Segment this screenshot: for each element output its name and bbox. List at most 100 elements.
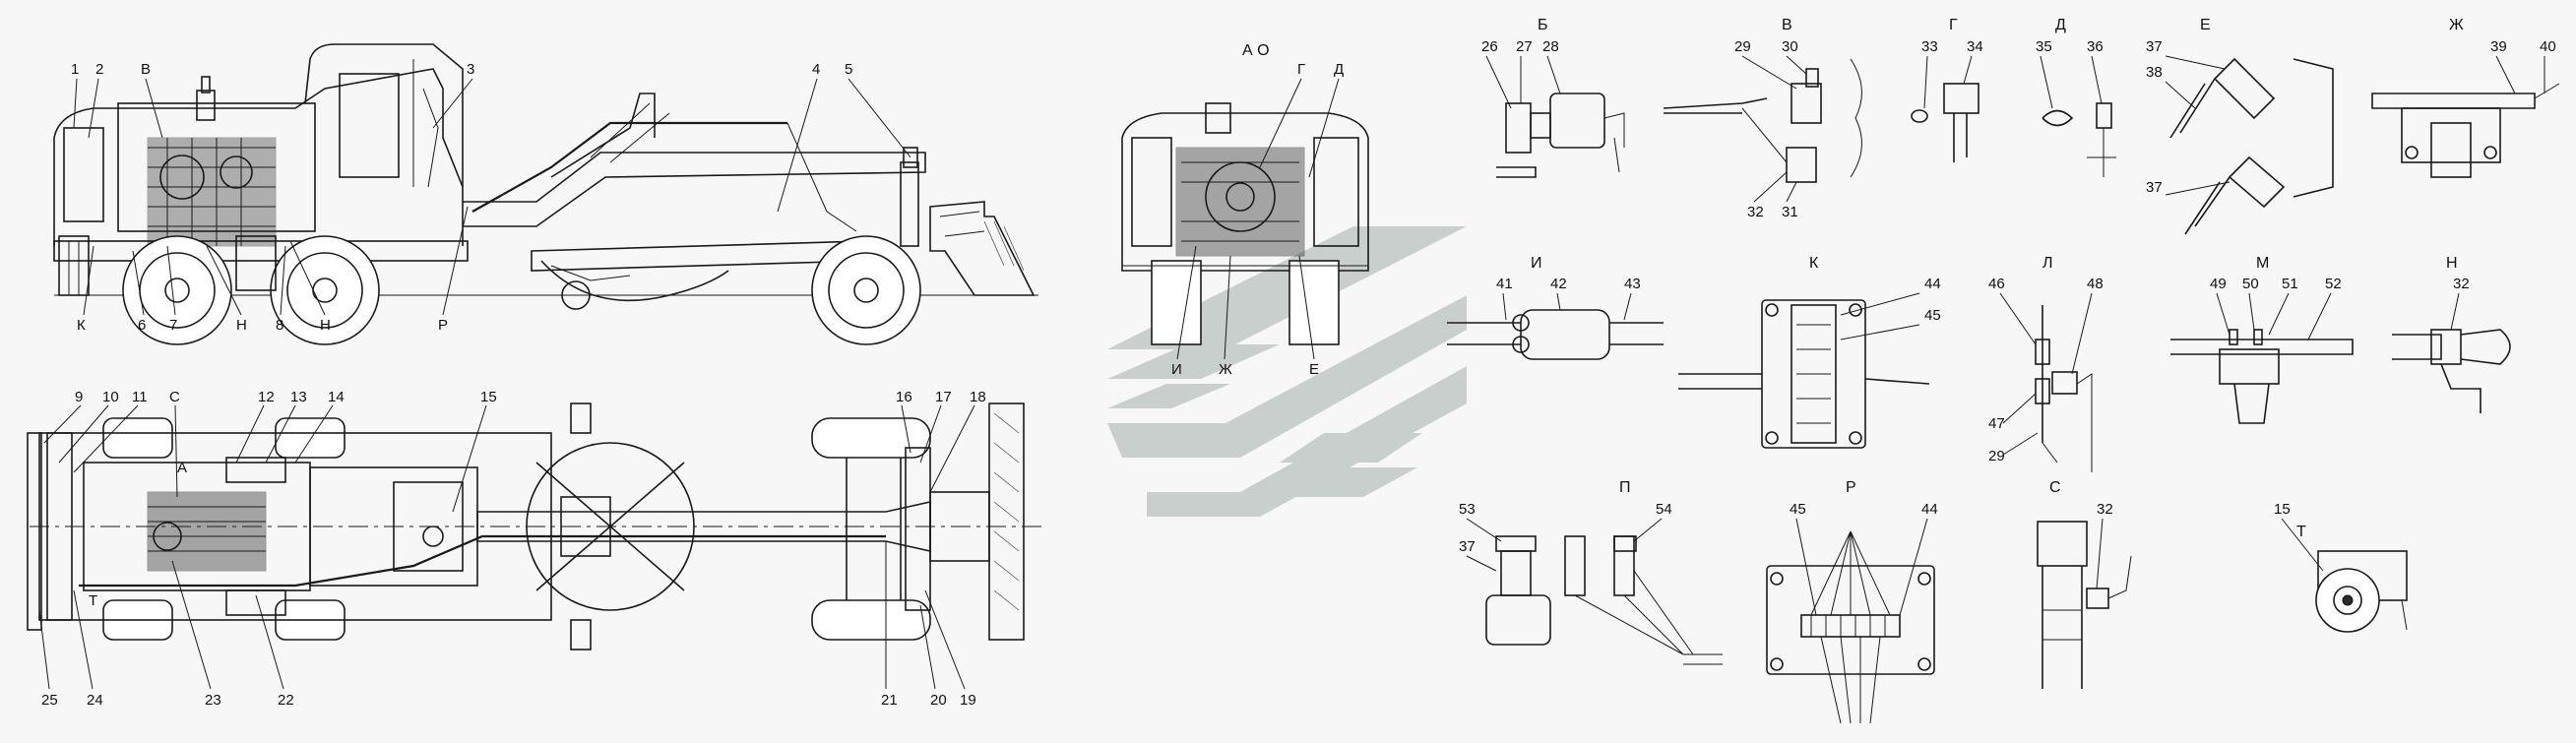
detail-Р-num-44: 44 bbox=[1921, 501, 1938, 518]
callout-20: 20 bbox=[930, 692, 947, 709]
callout-Д: Д bbox=[1334, 61, 1344, 78]
detail-М-num-50: 50 bbox=[2242, 276, 2259, 292]
detail-М-num-51: 51 bbox=[2282, 276, 2298, 292]
detail-Б-num-27: 27 bbox=[1516, 38, 1533, 55]
detail-В-num-31: 31 bbox=[1782, 204, 1798, 220]
detail-Г: Г 33 34 bbox=[1911, 17, 1983, 162]
callout-Ж: Ж bbox=[1219, 361, 1232, 378]
callout-15: 15 bbox=[480, 389, 497, 405]
detail-Е-num-37a: 37 bbox=[2146, 38, 2163, 55]
callout-24: 24 bbox=[87, 692, 103, 709]
detail-М-num-52: 52 bbox=[2325, 276, 2342, 292]
detail-Н-num-32: 32 bbox=[2453, 276, 2470, 292]
callout-К: К bbox=[77, 317, 86, 334]
detail-И: И 41 42 43 bbox=[1447, 255, 1664, 360]
callout-5: 5 bbox=[845, 61, 852, 78]
detail-С-num-32: 32 bbox=[2097, 501, 2113, 518]
callout-И: И bbox=[1171, 361, 1182, 378]
callout-Е: Е bbox=[1309, 361, 1319, 378]
detail-Б-num-26: 26 bbox=[1481, 38, 1498, 55]
detail-К: К 44 45 bbox=[1678, 255, 1941, 449]
callout-С: С bbox=[169, 389, 180, 405]
callout-8: 8 bbox=[276, 317, 283, 334]
detail-Р: Р 45 44 bbox=[1766, 479, 1938, 724]
detail-В: В 29 30 32 31 bbox=[1663, 17, 1862, 220]
mark-А: А bbox=[177, 460, 187, 476]
detail-Б-num-28: 28 bbox=[1542, 38, 1559, 55]
detail-Л-num-46: 46 bbox=[1988, 276, 2005, 292]
detail-Т: Т 15 bbox=[2274, 501, 2408, 633]
callout-Н-a: Н bbox=[236, 317, 247, 334]
detail-title-Е: Е bbox=[2200, 17, 2211, 33]
callout-Н-b: Н bbox=[320, 317, 331, 334]
callout-13: 13 bbox=[290, 389, 307, 405]
detail-К-num-44: 44 bbox=[1924, 276, 1941, 292]
detail-С: С 32 bbox=[2037, 479, 2132, 689]
detail-title-В: В bbox=[1782, 17, 1792, 33]
detail-И-num-41: 41 bbox=[1496, 276, 1513, 292]
callout-18: 18 bbox=[970, 389, 986, 405]
callout-Г: Г bbox=[1297, 61, 1305, 78]
callout-25: 25 bbox=[41, 692, 58, 709]
detail-title-П: П bbox=[1619, 479, 1631, 496]
detail-Г-num-33: 33 bbox=[1921, 38, 1938, 55]
detail-В-num-29: 29 bbox=[1734, 38, 1751, 55]
detail-П-num-37: 37 bbox=[1459, 538, 1476, 555]
callout-14: 14 bbox=[328, 389, 345, 405]
detail-Д-num-36: 36 bbox=[2087, 38, 2104, 55]
detail-title-Р: Р bbox=[1846, 479, 1856, 496]
detail-Д-num-35: 35 bbox=[2036, 38, 2052, 55]
callout-6: 6 bbox=[138, 317, 146, 334]
detail-title-С: С bbox=[2049, 479, 2061, 496]
callout-19: 19 bbox=[960, 692, 976, 709]
callout-12: 12 bbox=[258, 389, 275, 405]
detail-Т-num-15: 15 bbox=[2274, 501, 2291, 518]
callout-2: 2 bbox=[95, 61, 103, 78]
detail-Л-num-48: 48 bbox=[2087, 276, 2104, 292]
detail-Е-num-37b: 37 bbox=[2146, 179, 2163, 196]
callout-1: 1 bbox=[71, 61, 79, 78]
detail-title-Н: Н bbox=[2446, 255, 2458, 272]
detail-К-num-45: 45 bbox=[1924, 307, 1941, 324]
detail-М: М 49 50 51 52 bbox=[2170, 255, 2354, 424]
callout-22: 22 bbox=[278, 692, 294, 709]
detail-Н: Н 32 bbox=[2392, 255, 2511, 413]
detail-В-num-32: 32 bbox=[1747, 204, 1764, 220]
detail-П: П 53 37 54 bbox=[1459, 479, 1723, 665]
detail-Р-num-45: 45 bbox=[1790, 501, 1806, 518]
detail-title-Л: Л bbox=[2042, 255, 2053, 272]
detail-П-num-54: 54 bbox=[1656, 501, 1672, 518]
detail-title-Г: Г bbox=[1949, 17, 1958, 33]
detail-Л: Л 46 48 47 29 bbox=[1988, 255, 2104, 472]
detail-И-num-42: 42 bbox=[1550, 276, 1567, 292]
callout-7: 7 bbox=[169, 317, 177, 334]
detail-title-Т: Т bbox=[2296, 524, 2306, 540]
detail-И-num-43: 43 bbox=[1624, 276, 1641, 292]
top-view: 9 10 11 С 12 13 14 15 16 17 18 25 24 23 … bbox=[27, 389, 1043, 709]
detail-title-К: К bbox=[1809, 255, 1819, 272]
callout-11: 11 bbox=[132, 389, 148, 405]
callout-3: 3 bbox=[467, 61, 474, 78]
front-view: А О Г Д И Ж Е bbox=[1121, 42, 1369, 378]
detail-title-Д: Д bbox=[2055, 17, 2066, 33]
callout-4: 4 bbox=[812, 61, 820, 78]
callout-В: В bbox=[141, 61, 151, 78]
detail-Б: Б 26 27 28 bbox=[1481, 17, 1625, 178]
detail-Л-num-29: 29 bbox=[1988, 448, 2005, 464]
front-view-title: А О bbox=[1242, 42, 1270, 59]
detail-М-num-49: 49 bbox=[2210, 276, 2227, 292]
callout-23: 23 bbox=[205, 692, 221, 709]
callout-16: 16 bbox=[896, 389, 912, 405]
detail-П-num-53: 53 bbox=[1459, 501, 1476, 518]
detail-В-num-30: 30 bbox=[1782, 38, 1798, 55]
detail-Г-num-34: 34 bbox=[1967, 38, 1983, 55]
detail-title-И: И bbox=[1531, 255, 1542, 272]
callout-10: 10 bbox=[102, 389, 119, 405]
detail-title-Б: Б bbox=[1538, 17, 1548, 33]
detail-Ж-num-39: 39 bbox=[2490, 38, 2507, 55]
mark-Т: Т bbox=[89, 592, 97, 609]
callout-17: 17 bbox=[935, 389, 952, 405]
detail-Е-num-38: 38 bbox=[2146, 64, 2163, 81]
detail-title-Ж: Ж bbox=[2449, 17, 2464, 33]
